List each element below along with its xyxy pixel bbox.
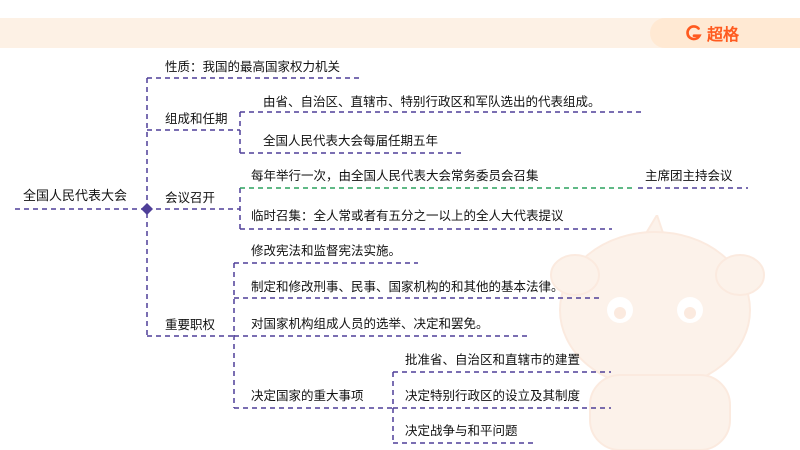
meeting-temporary: 临时召集：全人常或者有五分之一以上的全人大代表提议 <box>251 208 564 223</box>
major-matters-item: 决定特别行政区的设立及其制度 <box>405 388 581 403</box>
meeting-node: 会议召开 <box>165 190 216 205</box>
meeting-regular: 每年举行一次，由全国人民代表大会常务委员会召集 <box>251 168 539 183</box>
brand-logo-icon <box>686 25 702 41</box>
composition-item: 由省、自治区、直辖市、特别行政区和军队选出的代表组成。 <box>263 94 601 109</box>
top-banner-tab <box>650 18 800 48</box>
powers-item: 制定和修改刑事、民事、国家机构的和其他的基本法律。 <box>251 279 564 294</box>
meeting-regular-note: 主席团主持会议 <box>645 168 733 183</box>
brand-logo: 超格 <box>685 22 739 44</box>
major-matters-item: 批准省、自治区和直辖市的建置 <box>405 352 581 367</box>
composition-node: 组成和任期 <box>165 111 228 126</box>
nature-node: 性质：我国的最高国家权力机关 <box>165 59 341 74</box>
powers-node: 重要职权 <box>165 317 216 332</box>
major-matters-item: 决定战争与和平问题 <box>405 423 518 438</box>
powers-item: 修改宪法和监督宪法实施。 <box>251 243 402 258</box>
top-banner <box>0 18 800 48</box>
powers-item: 对国家机构组成人员的选举、决定和罢免。 <box>251 316 489 331</box>
major-matters-node: 决定国家的重大事项 <box>251 388 364 403</box>
root-node: 全国人民代表大会 <box>23 189 128 204</box>
composition-item: 全国人民代表大会每届任期五年 <box>263 133 439 148</box>
brand-name: 超格 <box>707 25 740 44</box>
